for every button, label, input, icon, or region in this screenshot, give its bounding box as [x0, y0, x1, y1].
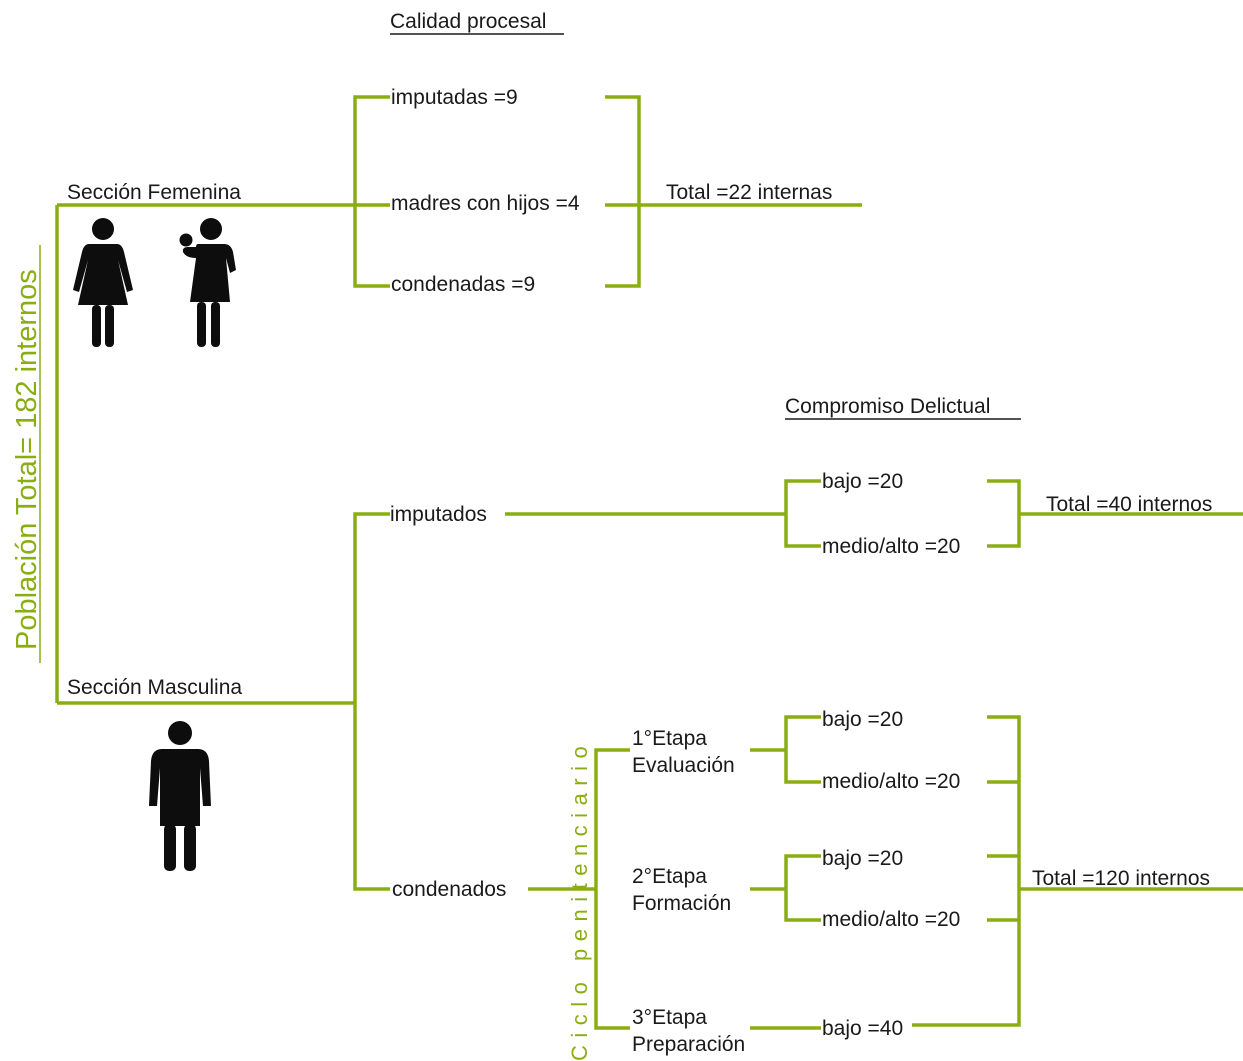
stage3-subtitle: Preparación: [632, 1033, 745, 1056]
imputados-label: imputados: [390, 503, 487, 526]
stage2-subtitle: Formación: [632, 892, 731, 915]
imputadas-label: imputadas =9: [391, 86, 518, 109]
population-total-label: Población Total= 182 internos: [11, 269, 43, 650]
stage2-medio-alto-label: medio/alto =20: [822, 908, 960, 931]
condenados-label: condenados: [392, 878, 506, 901]
male-left-bracket: [353, 512, 390, 891]
compromiso-delictual-title: Compromiso Delictual: [785, 395, 990, 418]
man-icon: [149, 721, 211, 871]
imputados-risk-bracket: [784, 479, 821, 548]
female-section-label: Sección Femenina: [67, 181, 241, 204]
woman-icon: [73, 218, 133, 347]
ciclo-bracket: [594, 748, 630, 1030]
stage1-bajo-label: bajo =20: [822, 708, 903, 731]
stage2-bajo-label: bajo =20: [822, 847, 903, 870]
imputados-total-label: Total =40 internos: [1046, 493, 1212, 516]
condenadas-label: condenadas =9: [391, 273, 535, 296]
stage2-title: 2°Etapa: [632, 865, 707, 888]
female-left-bracket: [353, 95, 390, 288]
stage2-risk-bracket: [784, 854, 821, 922]
stage3-title: 3°Etapa: [632, 1006, 707, 1029]
stage1-medio-alto-label: medio/alto =20: [822, 770, 960, 793]
madres-con-hijos-label: madres con hijos =4: [391, 192, 580, 215]
condenados-right-bracket: [912, 715, 1021, 1027]
imputados-medio-alto-label: medio/alto =20: [822, 535, 960, 558]
female-total-label: Total =22 internas: [666, 181, 832, 204]
imputados-bajo-label: bajo =20: [822, 470, 903, 493]
stage3-bajo-label: bajo =40: [822, 1017, 903, 1040]
mother-with-child-icon: [179, 218, 236, 347]
male-section-label: Sección Masculina: [67, 676, 242, 699]
ciclo-penitenciario-label: Ciclo penitenciario: [567, 739, 592, 1061]
calidad-procesal-title: Calidad procesal: [390, 10, 546, 33]
condenados-total-label: Total =120 internos: [1032, 867, 1210, 890]
female-right-bracket: [605, 95, 641, 288]
stage1-risk-bracket: [784, 715, 821, 784]
stage1-title: 1°Etapa: [632, 727, 707, 750]
imputados-right-bracket: [987, 479, 1021, 548]
stage1-subtitle: Evaluación: [632, 754, 735, 777]
